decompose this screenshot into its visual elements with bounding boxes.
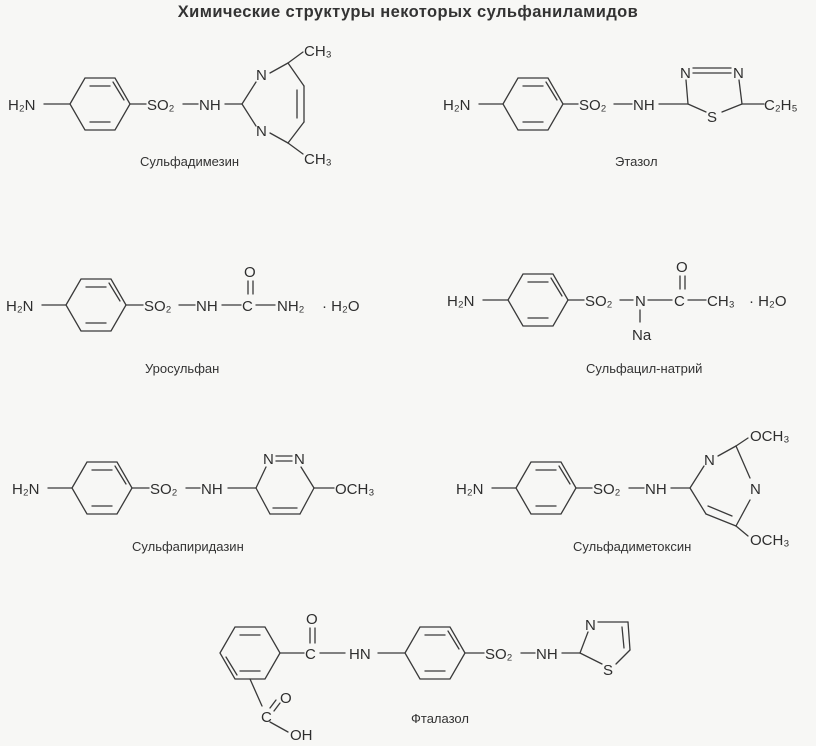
atom-o: O [280,690,292,707]
atom-n: N [585,617,596,634]
atom-n: N [263,451,274,468]
atom-o: O [306,611,318,628]
atom-n: N [635,293,646,310]
atom-c: C [261,709,272,726]
atom-och3: OCH₃ [750,428,789,445]
atom-nh: NH [199,97,221,114]
atom-h2n: H₂N [447,293,475,310]
atom-n: N [680,65,691,82]
atom-nh: NH [196,298,218,315]
atom-n: N [256,67,267,84]
atom-so2: SO₂ [144,298,172,315]
atom-so2: SO₂ [485,646,513,663]
atom-hydrate: · H₂O [749,293,787,310]
atom-n: N [733,65,744,82]
atom-hn: HN [349,646,371,663]
atom-o: O [676,259,688,276]
atom-so2: SO₂ [147,97,175,114]
atom-h2n: H₂N [12,481,40,498]
atom-nh2: NH₂ [277,298,305,315]
atom-na: Na [632,327,652,344]
atom-ch3: CH₃ [304,43,332,60]
atom-so2: SO₂ [585,293,613,310]
atom-so2: SO₂ [150,481,178,498]
atom-o: O [244,264,256,281]
compound-name: Сульфадимезин [140,154,239,169]
compound-name: Сульфацил-натрий [586,361,702,376]
structure-sulfapiridazin: H₂N SO₂ NH N N OCH₃ Сульфапиридазин [12,451,374,554]
atom-h2n: H₂N [443,97,471,114]
atom-s: S [707,109,717,126]
atom-h2n: H₂N [6,298,34,315]
atom-nh: NH [633,97,655,114]
atom-h2n: H₂N [456,481,484,498]
atom-s: S [603,662,613,679]
atom-oh: OH [290,727,313,744]
compound-name: Сульфапиридазин [132,539,244,554]
structure-sulfacil-natrium: H₂N SO₂ N Na C O CH₃ · H₂O Сульфацил-нат… [447,259,787,376]
atom-ch3: CH₃ [707,293,735,310]
structure-ftalazol: C O HN SO₂ NH N S C O OH Фталазол [219,611,631,744]
atom-och3: OCH₃ [335,481,374,498]
structure-etazol: H₂N SO₂ NH N N S C₂H₅ Этазол [443,65,798,169]
compound-name: Уросульфан [145,361,219,376]
atom-n: N [704,452,715,469]
atom-nh: NH [645,481,667,498]
atom-hydrate: · H₂O [322,298,360,315]
atom-so2: SO₂ [579,97,607,114]
atom-so2: SO₂ [593,481,621,498]
compound-name: Фталазол [411,711,469,726]
structure-sulfadimezin: H₂N SO₂ NH N N CH₃ CH₃ Сульфадимезин [8,43,332,169]
compound-name: Этазол [615,154,658,169]
atom-n: N [294,451,305,468]
atom-n: N [256,123,267,140]
atom-och3: OCH₃ [750,532,789,549]
compound-name: Сульфадиметоксин [573,539,691,554]
atom-nh: NH [536,646,558,663]
structure-sulfadimetoxin: H₂N SO₂ NH N N OCH₃ OCH₃ Сульфадиметокси… [456,428,789,554]
atom-c2h5: C₂H₅ [764,97,798,114]
atom-h2n: H₂N [8,97,36,114]
atom-c: C [674,293,685,310]
structure-urosulfan: H₂N SO₂ NH C O NH₂ · H₂O Уросульфан [6,264,360,376]
atom-nh: NH [201,481,223,498]
atom-c: C [242,298,253,315]
atom-n: N [750,481,761,498]
page-title: Химические структуры некоторых сульфанил… [177,3,639,21]
atom-ch3: CH₃ [304,151,332,168]
atom-c: C [305,646,316,663]
